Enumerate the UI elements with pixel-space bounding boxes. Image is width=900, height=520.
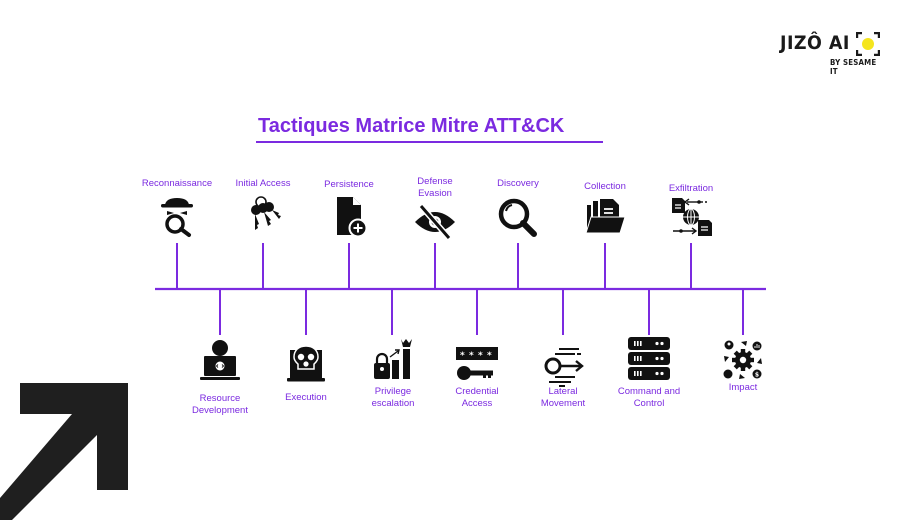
eye-slash-icon bbox=[415, 204, 455, 240]
tactic-label: Persistence bbox=[324, 179, 374, 190]
svg-text:*: * bbox=[460, 351, 465, 361]
brand-logo: JIZÔ AI BY SESAME IT bbox=[780, 28, 890, 76]
tactic-exfiltration: Exfiltration bbox=[636, 183, 746, 236]
tactic-discovery: Discovery bbox=[463, 178, 573, 237]
file-add-icon bbox=[337, 197, 368, 238]
svg-text:$: $ bbox=[755, 372, 759, 379]
title-underline bbox=[256, 141, 603, 143]
spy-magnifier-icon bbox=[161, 198, 193, 237]
tactic-collection: Collection bbox=[550, 181, 660, 234]
svg-text:*: * bbox=[487, 351, 492, 361]
brand-subtitle: BY SESAME IT bbox=[830, 58, 877, 76]
tactic-label: Resource Development bbox=[192, 393, 248, 416]
tactic-label: Credential Access bbox=[455, 386, 499, 409]
tactic-label: Discovery bbox=[497, 178, 539, 189]
server-stack-icon bbox=[628, 337, 670, 380]
brand-name: JIZÔ AI bbox=[780, 32, 850, 54]
svg-text:*: * bbox=[478, 351, 483, 361]
password-key-icon: * * * * bbox=[456, 347, 498, 380]
gear-impact-icon: $ bbox=[723, 340, 762, 379]
keys-icon bbox=[251, 196, 281, 230]
tactic-defense-evasion: Defense Evasion bbox=[380, 176, 490, 240]
arrow-up-right-icon bbox=[0, 383, 128, 520]
tactic-label: Privilege escalation bbox=[371, 386, 415, 409]
tactic-label: Impact bbox=[728, 382, 758, 393]
svg-text:*: * bbox=[469, 351, 474, 361]
tactic-label: Collection bbox=[584, 181, 626, 192]
tactic-label: Execution bbox=[285, 392, 327, 403]
page-title: Tactiques Matrice Mitre ATT&CK bbox=[258, 115, 565, 137]
tactic-reconnaissance: Reconnaissance bbox=[122, 178, 232, 237]
magnifier-icon bbox=[498, 198, 537, 237]
tactic-label: Command and Control bbox=[617, 386, 681, 409]
tactic-label: Reconnaissance bbox=[141, 178, 213, 189]
lateral-arrow-icon bbox=[544, 348, 584, 387]
data-transfer-globe-icon bbox=[672, 198, 712, 236]
tactic-persistence: Persistence bbox=[294, 179, 404, 238]
tactic-label: Initial Access bbox=[235, 178, 291, 189]
developer-laptop-icon bbox=[200, 340, 240, 380]
focus-target-icon bbox=[856, 32, 880, 56]
tactic-label: Lateral Movement bbox=[540, 386, 586, 409]
skull-laptop-icon bbox=[287, 345, 325, 382]
tactic-label: Defense Evasion bbox=[417, 176, 453, 199]
tactic-initial-access: Initial Access bbox=[208, 178, 318, 230]
lock-bars-crown-icon bbox=[374, 339, 412, 379]
folder-files-icon bbox=[585, 199, 626, 234]
tactic-label: Exfiltration bbox=[668, 183, 714, 194]
